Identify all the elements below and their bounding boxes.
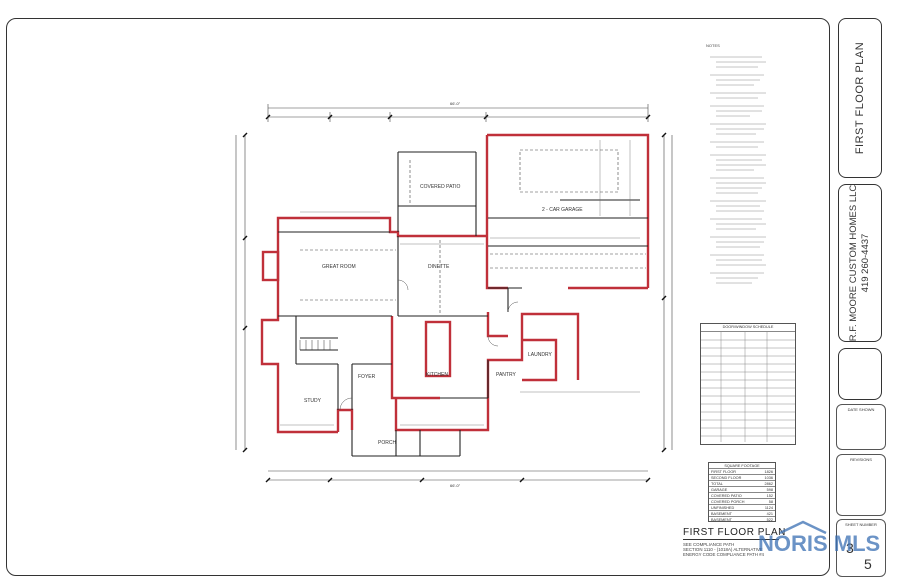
room-label-great-room: GREAT ROOM xyxy=(322,264,356,270)
room-label-dinette: DINETTE xyxy=(428,264,450,270)
company-info: R.F. MOORE CUSTOM HOMES LLC 419 260-4437 xyxy=(848,185,872,342)
area-row-value: 2862 xyxy=(764,481,773,486)
area-row: BASEMENT 421 xyxy=(709,511,775,517)
area-row: UNFINISHED 1124 xyxy=(709,505,775,511)
area-row-label: BASEMENT xyxy=(711,511,732,516)
area-row: COVERED PATIO 152 xyxy=(709,493,775,499)
area-row-label: COVERED PORCH xyxy=(711,499,745,504)
company-box: R.F. MOORE CUSTOM HOMES LLC 419 260-4437 xyxy=(838,184,882,342)
area-row-value: 152 xyxy=(766,493,773,498)
plan-caption: FIRST FLOOR PLAN SEE COMPLIANCE PATH SEC… xyxy=(683,527,786,557)
drawing-sheet-border xyxy=(6,18,830,576)
area-table-title: SQUARE FOOTAGE xyxy=(709,463,775,469)
plan-caption-line1: SEE COMPLIANCE PATH xyxy=(683,542,735,547)
room-label-covered-patio: COVERED PATIO xyxy=(420,184,461,190)
sheet-number-label: SHEET NUMBER xyxy=(845,522,877,527)
area-row-value: 1124 xyxy=(764,505,773,510)
area-row: BASEMENT 522 xyxy=(709,517,775,523)
area-row-value: 598 xyxy=(766,487,773,492)
area-row-value: 522 xyxy=(766,518,773,522)
dimension-overall-top: 66'-0" xyxy=(450,101,461,106)
plan-caption-line3: ENERGY CODE COMPLIANCE PATH #4 xyxy=(683,552,765,557)
area-row: FIRST FLOOR 1826 xyxy=(709,469,775,475)
notes-heading: NOTES xyxy=(706,43,720,48)
area-row-value: 1036 xyxy=(764,475,773,480)
room-label-porch: PORCH xyxy=(378,440,397,446)
room-label-garage: 2 - CAR GARAGE xyxy=(542,207,583,213)
company-phone: 419 260-4437 xyxy=(860,233,871,293)
room-label-study: STUDY xyxy=(304,398,321,404)
area-row-value: 1826 xyxy=(764,469,773,474)
revisions-box: REVISIONS xyxy=(836,454,886,516)
room-label-kitchen: KITCHEN xyxy=(426,372,448,378)
area-row-value: 421 xyxy=(766,511,773,516)
general-notes: NOTES xyxy=(706,43,824,294)
area-row-label: UNFINISHED xyxy=(711,505,735,510)
plan-caption-title: FIRST FLOOR PLAN xyxy=(683,527,786,538)
door-window-schedule: DOOR/WINDOW SCHEDULE xyxy=(700,323,796,445)
mls-watermark: NORIS MLS xyxy=(758,520,882,560)
room-label-foyer: FOYER xyxy=(358,374,376,380)
area-row-label: GARAGE xyxy=(711,487,728,492)
plan-caption-underline xyxy=(683,539,779,540)
sheet-number-box: SHEET NUMBER xyxy=(836,519,886,577)
sheet-number-a: 3 xyxy=(846,540,854,556)
area-row-label: TOTAL xyxy=(711,481,723,486)
area-row: COVERED PORCH 58 xyxy=(709,499,775,505)
room-label-pantry: PANTRY xyxy=(496,372,516,378)
schedule-grid xyxy=(701,331,795,442)
blank-box xyxy=(838,348,882,400)
schedule-title: DOOR/WINDOW SCHEDULE xyxy=(701,324,795,332)
date-box-label: DATE SHOWN xyxy=(847,407,875,412)
dimension-overall-bottom: 66'-0" xyxy=(450,483,461,488)
sheet-number-b: 5 xyxy=(864,556,872,572)
mls-watermark-text: NORIS MLS xyxy=(758,531,881,556)
plan-caption-line2: SECTION 1110 - (1018A) ALTERNATIVE xyxy=(683,547,763,552)
area-row-label: FIRST FLOOR xyxy=(711,469,737,474)
area-row-label: BASEMENT xyxy=(711,518,732,522)
area-row-value: 58 xyxy=(768,499,773,504)
house-roof-icon xyxy=(779,520,827,534)
company-name: R.F. MOORE CUSTOM HOMES LLC xyxy=(848,184,859,342)
area-row-label: COVERED PATIO xyxy=(711,493,742,498)
area-row: SECOND FLOOR 1036 xyxy=(709,475,775,481)
area-row: TOTAL 2862 xyxy=(709,481,775,487)
room-label-laundry: LAUNDRY xyxy=(528,352,552,358)
date-box: DATE SHOWN xyxy=(836,404,886,450)
area-row-label: SECOND FLOOR xyxy=(711,475,742,480)
area-row: GARAGE 598 xyxy=(709,487,775,493)
revisions-label: REVISIONS xyxy=(850,457,872,462)
sheet-title: FIRST FLOOR PLAN xyxy=(854,41,866,155)
square-footage-table: SQUARE FOOTAGE FIRST FLOOR 1826 SECOND FL… xyxy=(708,462,776,522)
notes-text-lines xyxy=(710,56,766,283)
sheet-title-box: FIRST FLOOR PLAN xyxy=(838,18,882,178)
